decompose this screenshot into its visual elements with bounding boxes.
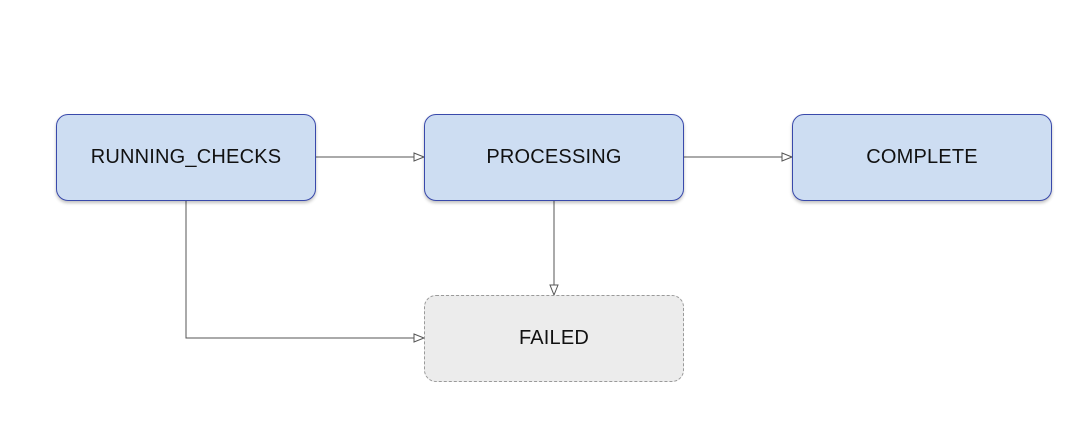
state-node-failed[interactable]: FAILED — [424, 295, 684, 382]
state-node-label: PROCESSING — [486, 146, 622, 168]
state-node-label: RUNNING_CHECKS — [90, 146, 282, 168]
state-node-processing[interactable]: PROCESSING — [424, 114, 684, 201]
state-node-running-checks[interactable]: RUNNING_CHECKS — [56, 114, 316, 201]
state-node-label: FAILED — [518, 327, 590, 349]
state-node-complete[interactable]: COMPLETE — [792, 114, 1052, 201]
edge-running-checks-to-failed — [185, 201, 424, 338]
state-node-label: COMPLETE — [866, 146, 978, 168]
